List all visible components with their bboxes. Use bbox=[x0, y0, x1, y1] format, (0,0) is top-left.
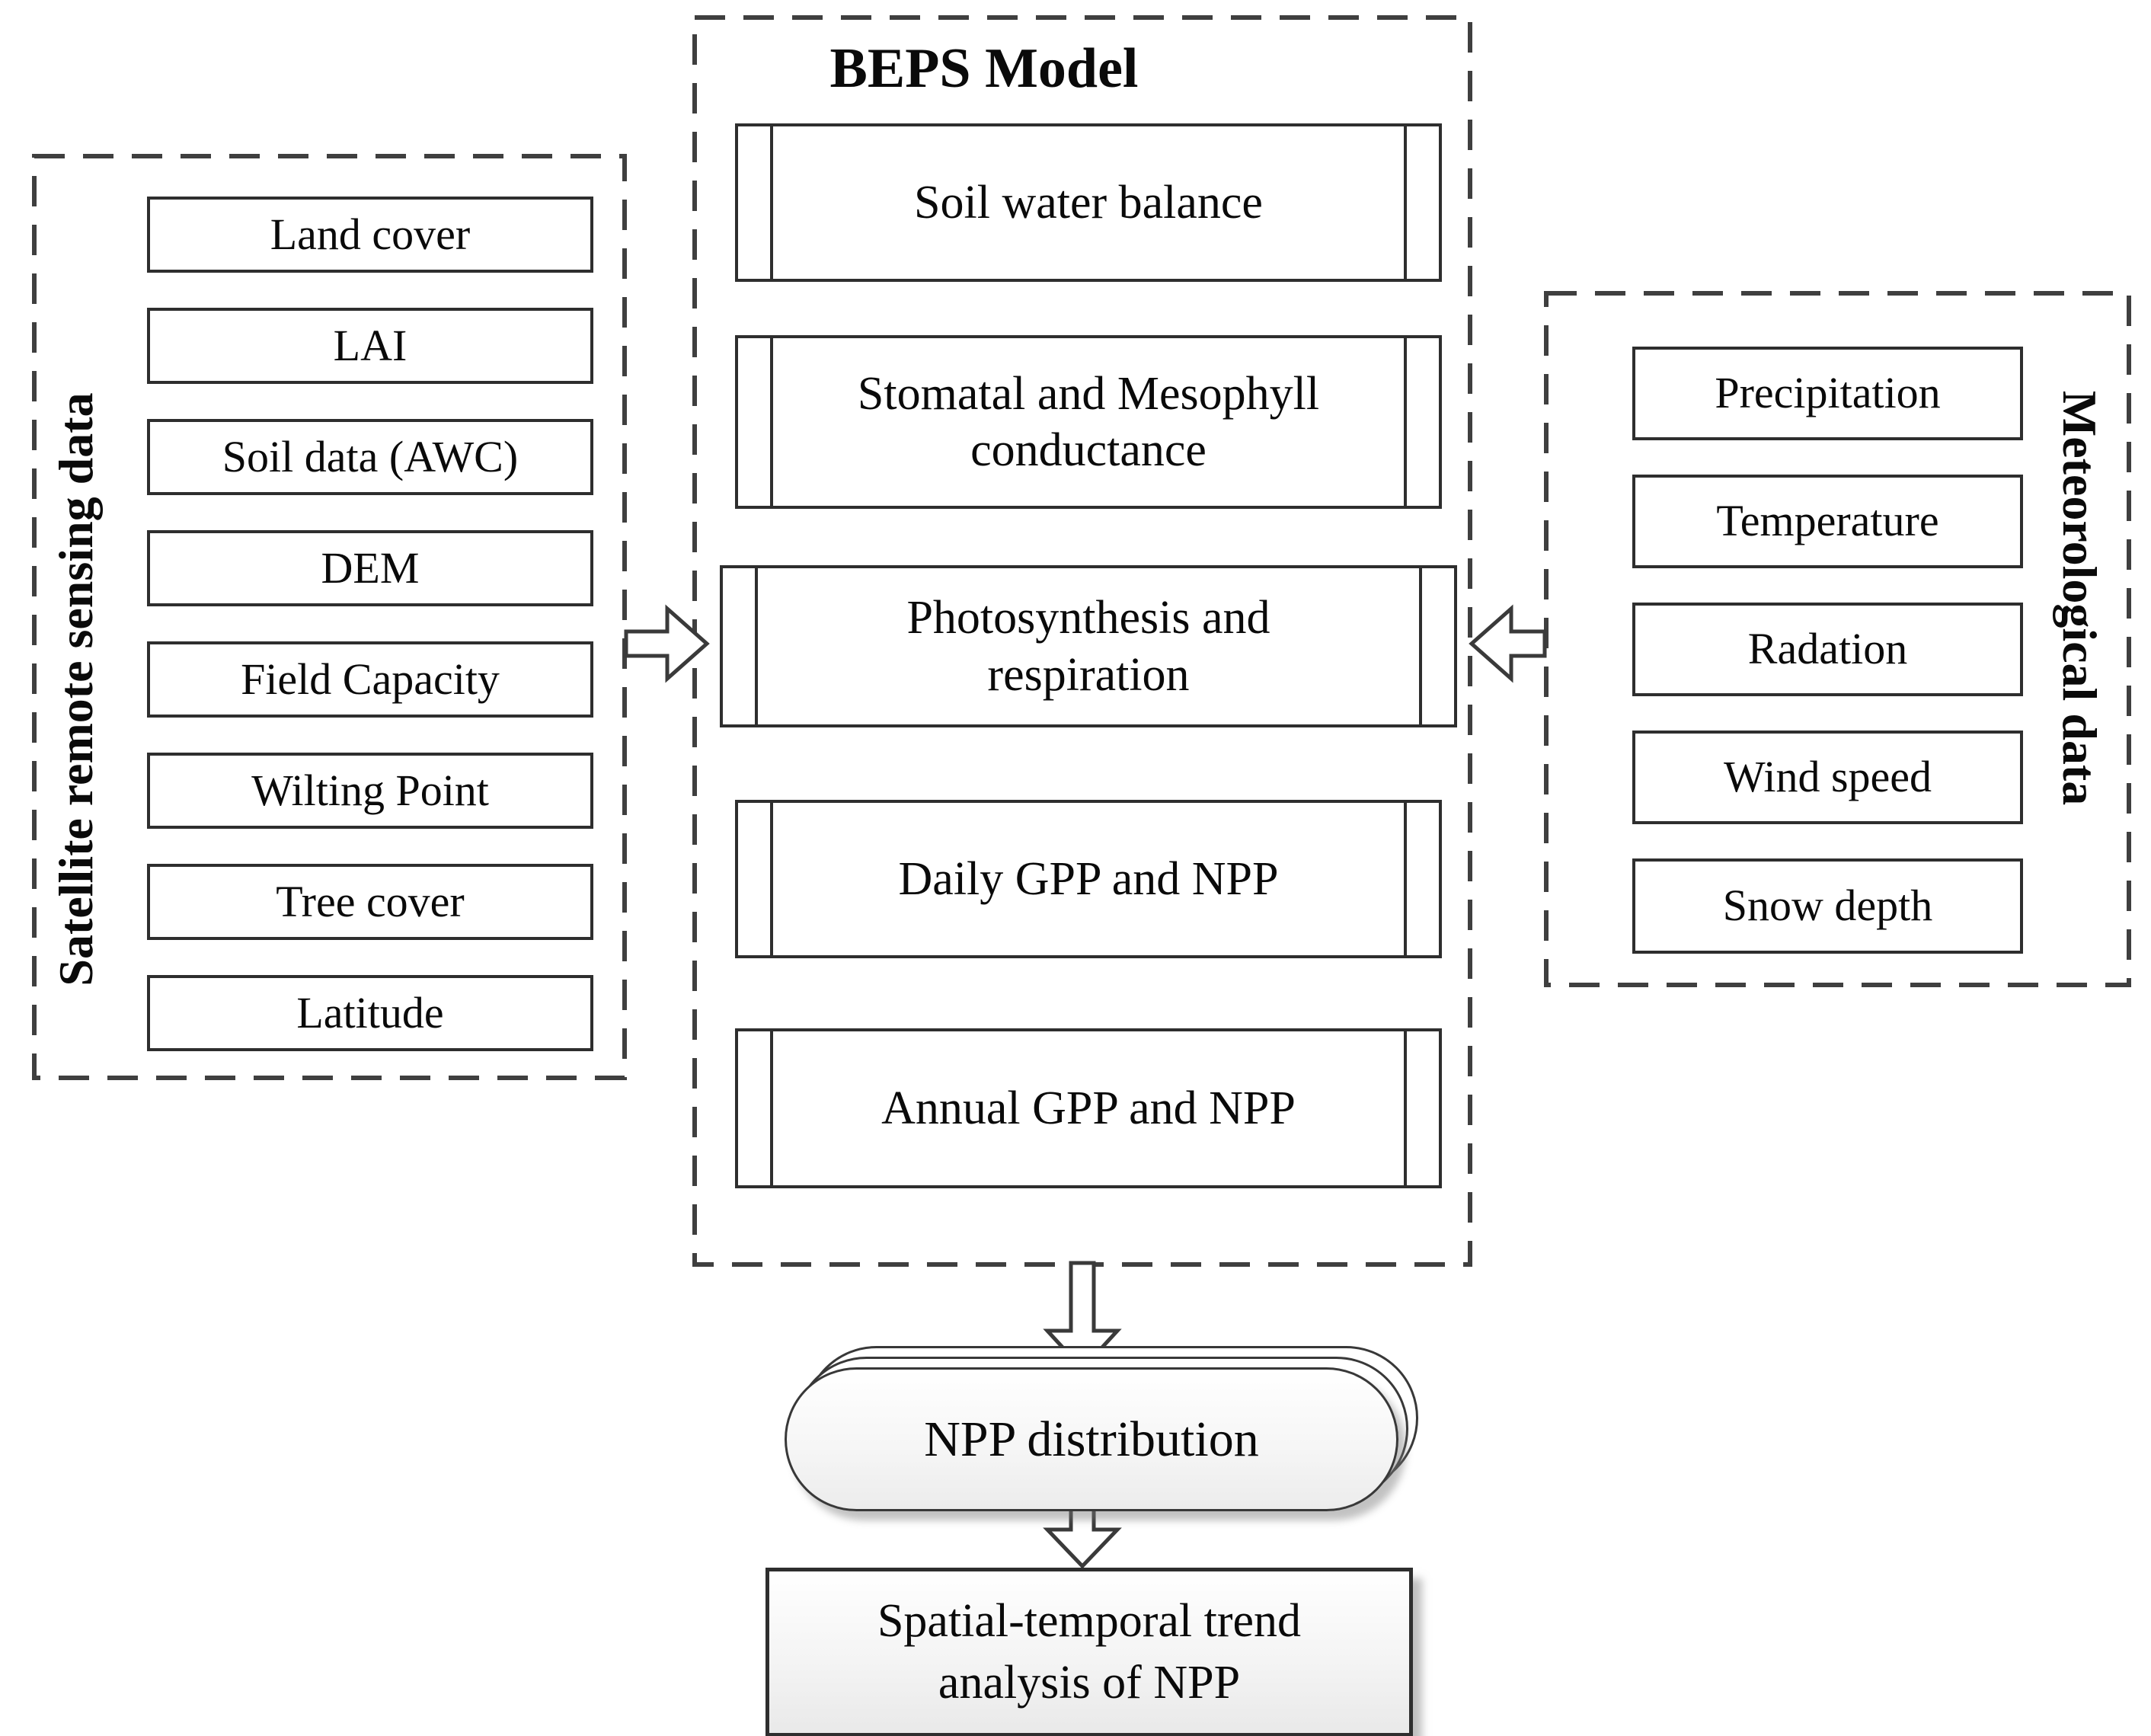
box-latitude: Latitude bbox=[147, 975, 593, 1051]
trend-analysis-label: Spatial-temporal trend analysis of NPP bbox=[877, 1595, 1302, 1709]
box-tree-cover: Tree cover bbox=[147, 864, 593, 940]
box-label: Soil data (AWC) bbox=[222, 431, 519, 481]
box-lai: LAI bbox=[147, 308, 593, 384]
process-label: Stomatal and Mesophyll conductance bbox=[857, 367, 1320, 476]
process-label: Photosynthesis and respiration bbox=[906, 592, 1270, 701]
process-annual-gpp-npp: Annual GPP and NPP bbox=[735, 1028, 1442, 1188]
process-daily-gpp-npp: Daily GPP and NPP bbox=[735, 800, 1442, 958]
process-side-bar bbox=[755, 568, 758, 724]
process-side-bar bbox=[1404, 126, 1407, 279]
box-label: Radation bbox=[1747, 624, 1908, 674]
process-side-bar bbox=[1404, 803, 1407, 955]
process-soil-water-balance: Soil water balance bbox=[735, 123, 1442, 282]
box-label: Wind speed bbox=[1723, 752, 1932, 802]
process-label: Annual GPP and NPP bbox=[881, 1082, 1296, 1134]
box-label: Snow depth bbox=[1722, 881, 1933, 931]
left-panel-dashed-border bbox=[32, 154, 627, 1080]
box-wilting-point: Wilting Point bbox=[147, 753, 593, 829]
right-panel-vertical-label: Meteorological data bbox=[2053, 390, 2107, 806]
arrow-right-icon bbox=[624, 604, 710, 683]
process-stomatal-mesophyll-conductance: Stomatal and Mesophyll conductance bbox=[735, 335, 1442, 509]
process-photosynthesis-respiration: Photosynthesis and respiration bbox=[720, 565, 1457, 727]
box-label: Temperature bbox=[1716, 496, 1939, 546]
process-side-bar bbox=[1404, 1031, 1407, 1185]
box-soil-data-awc: Soil data (AWC) bbox=[147, 419, 593, 495]
process-side-bar bbox=[770, 338, 773, 506]
box-radiation: Radation bbox=[1632, 603, 2023, 696]
arrow-down-icon bbox=[1043, 1502, 1122, 1569]
box-label: Tree cover bbox=[276, 876, 465, 926]
box-land-cover: Land cover bbox=[147, 197, 593, 273]
process-side-bar bbox=[1419, 568, 1422, 724]
process-side-bar bbox=[770, 126, 773, 279]
process-label: Daily GPP and NPP bbox=[898, 852, 1279, 905]
process-label: Soil water balance bbox=[914, 176, 1263, 229]
box-label: Precipitation bbox=[1715, 368, 1941, 418]
box-label: Field Capacity bbox=[241, 654, 500, 704]
box-temperature: Temperature bbox=[1632, 475, 2023, 568]
npp-distribution-label: NPP distribution bbox=[924, 1411, 1259, 1467]
trend-analysis-box: Spatial-temporal trend analysis of NPP bbox=[765, 1568, 1413, 1736]
box-label: DEM bbox=[321, 542, 420, 593]
arrow-left-icon bbox=[1469, 604, 1547, 683]
process-side-bar bbox=[770, 1031, 773, 1185]
box-precipitation: Precipitation bbox=[1632, 347, 2023, 440]
process-side-bar bbox=[770, 803, 773, 955]
box-label: Wilting Point bbox=[251, 765, 489, 815]
box-dem: DEM bbox=[147, 530, 593, 606]
box-wind-speed: Wind speed bbox=[1632, 731, 2023, 824]
box-label: Latitude bbox=[296, 987, 444, 1037]
left-panel-vertical-label: Satellite remote sensing data bbox=[49, 392, 103, 986]
box-field-capacity: Field Capacity bbox=[147, 641, 593, 718]
box-snow-depth: Snow depth bbox=[1632, 858, 2023, 954]
process-side-bar bbox=[1404, 338, 1407, 506]
npp-distribution-shape: NPP distribution bbox=[785, 1367, 1398, 1511]
box-label: Land cover bbox=[270, 209, 471, 259]
box-label: LAI bbox=[333, 320, 408, 370]
beps-model-title: BEPS Model bbox=[829, 37, 1139, 100]
